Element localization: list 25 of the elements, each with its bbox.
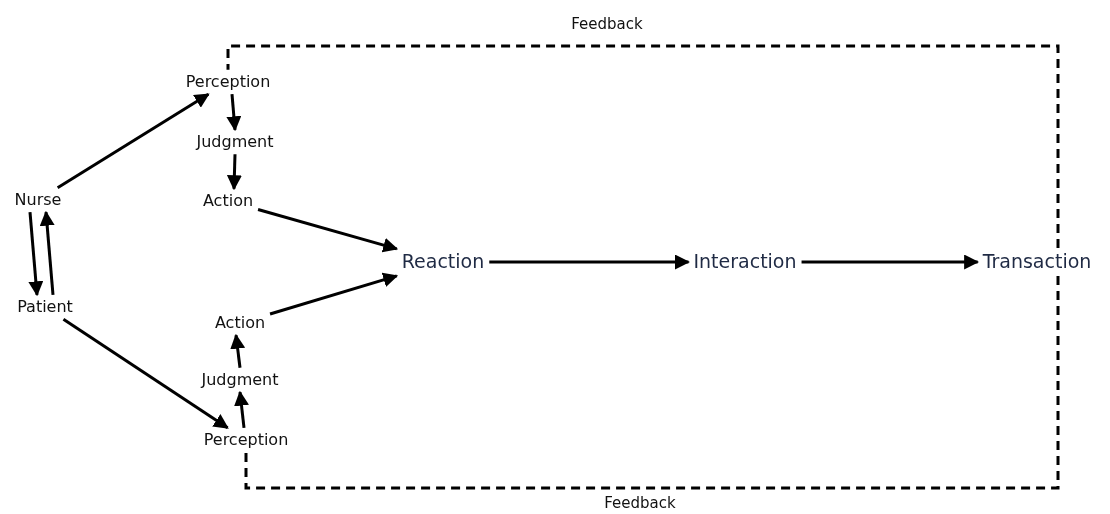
node-label: Nurse	[12, 189, 64, 211]
arrow	[801, 254, 980, 270]
arrow	[269, 272, 399, 316]
feedback-line	[226, 44, 1060, 249]
arrow	[28, 212, 44, 297]
node-label: Judgment	[199, 369, 281, 391]
node-label: Action	[200, 190, 256, 212]
node-label: Transaction	[980, 250, 1094, 274]
arrow	[257, 208, 399, 253]
arrow	[226, 94, 242, 132]
arrow	[230, 333, 246, 368]
arrow	[62, 317, 229, 430]
arrow	[56, 92, 210, 190]
node-label: Reaction	[399, 250, 487, 274]
arrow	[226, 154, 242, 191]
node-label: Judgment	[194, 131, 276, 153]
arrow	[39, 210, 55, 295]
feedback-line	[244, 275, 1060, 490]
node-label: Patient	[15, 296, 75, 318]
arrow	[234, 390, 249, 428]
node-label: Interaction	[691, 250, 799, 274]
node-label: Perception	[183, 71, 273, 93]
node-label: Action	[212, 312, 268, 334]
arrow	[489, 254, 690, 270]
node-label: Perception	[201, 429, 291, 451]
